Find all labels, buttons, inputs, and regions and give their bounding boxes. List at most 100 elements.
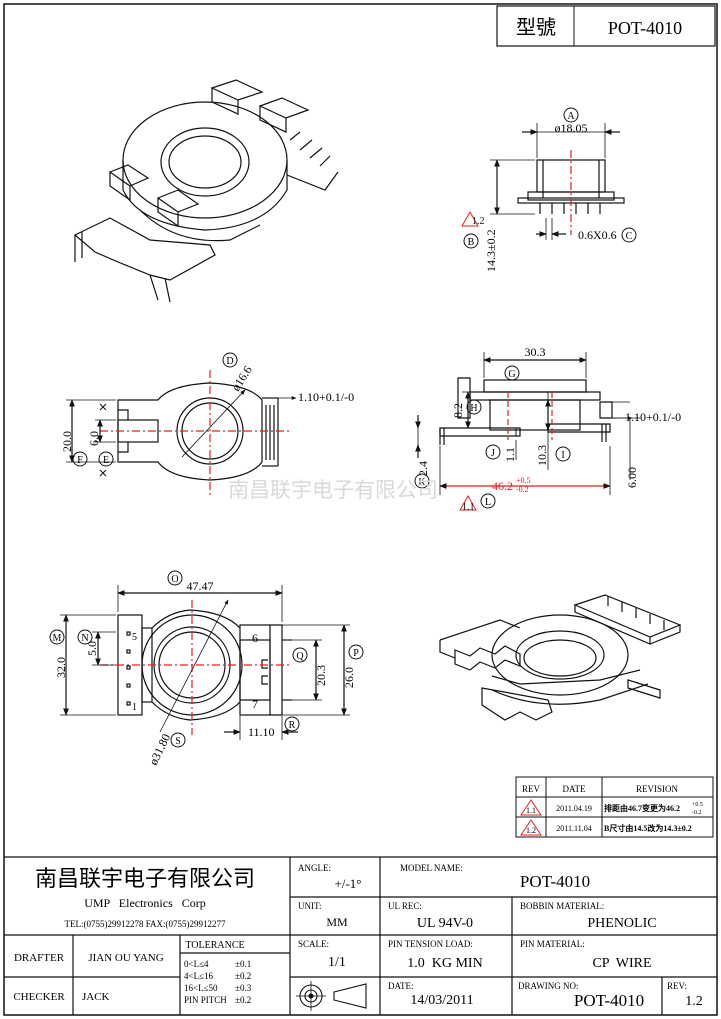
- ul-rec-label: UL REC:: [388, 901, 422, 911]
- rev-col-date: DATE: [563, 784, 586, 794]
- tag-f: F: [77, 455, 83, 466]
- pin-material-label: PIN MATERIAL:: [520, 939, 585, 949]
- tag-h-circle: [466, 399, 482, 415]
- bobbin-material-label: BOBBIN MATERIAL:: [520, 901, 604, 911]
- elevation-view: [490, 123, 625, 240]
- tag-h: H: [470, 403, 477, 414]
- tag-q-circle: [292, 647, 308, 663]
- tag-m: M: [53, 633, 62, 644]
- sheet-border: [3, 3, 718, 1016]
- rev-row2-text: B尺寸由14.5改为14.3±0.2: [604, 823, 692, 833]
- tol-value-4: ±0.2: [235, 995, 251, 1005]
- pin-label-1: 1: [132, 702, 137, 713]
- tag-l-circle: [480, 493, 496, 509]
- revision-table: [515, 776, 714, 838]
- dim-8-2: 8.2: [451, 403, 465, 418]
- revision-table-text: REV DATE REVISION 1.1 2011.04.19 排距由46.7…: [520, 784, 703, 836]
- tag-r: R: [289, 720, 296, 731]
- dim-31-80: ø31.80: [146, 732, 173, 768]
- elevation-labels: A ø18.05 14.3±0.2 B 1.2 0.6X0.6 C: [461, 107, 637, 272]
- drafter-label: DRAFTER: [14, 952, 65, 964]
- rev-row1-text: 排距由46.7变更为46.2: [604, 803, 680, 813]
- rev-row2-rev: 1.2: [526, 826, 536, 835]
- dim-46-2-plus: +0.5: [516, 476, 531, 485]
- dim-5-0: 5.0: [85, 641, 99, 656]
- rev-row1-sup: +0.5: [692, 802, 703, 808]
- plan-view-labels: O 47.47 M 32.0 N 5.0 5 1 6 7 ø31.80 S Q …: [49, 570, 364, 768]
- dim-2-4: 2.4: [416, 461, 430, 476]
- rev-row1-triangle: [520, 799, 542, 816]
- bobbin-material-value: PHENOLIC: [587, 916, 656, 931]
- tag-s-circle: [170, 732, 186, 748]
- tag-g-circle: [504, 365, 520, 381]
- scale-value: 1/1: [328, 955, 346, 970]
- company-name-cn: 南昌联宇电子有限公司: [35, 866, 255, 891]
- tag-k: K: [418, 477, 426, 488]
- tag-d-circle: [222, 352, 238, 368]
- dim-pin-0-6: 0.6X0.6: [578, 228, 617, 242]
- tag-g: G: [508, 369, 515, 380]
- dim-26-0: 26.0: [342, 667, 356, 688]
- watermark: 南昌联宇电子有限公司: [228, 478, 438, 502]
- plan-view: [60, 585, 350, 740]
- dim-18-05: ø18.05: [555, 121, 588, 135]
- rev-mark-top: 1.2: [472, 216, 485, 227]
- company-contact: TEL:(0755)29912278 FAX:(0755)29912277: [64, 919, 226, 929]
- tag-n-circle: [77, 629, 93, 645]
- pin-label-6: 6: [252, 631, 258, 645]
- tol-value-2: ±0.2: [235, 971, 251, 981]
- tol-range-3: 16<L≤50: [184, 983, 218, 993]
- drawing-no-value: POT-4010: [574, 991, 644, 1010]
- drafter-value: JIAN OU YANG: [88, 952, 163, 964]
- tag-c: C: [626, 231, 633, 242]
- dim-6-00: 6.00: [625, 467, 639, 488]
- tol-range-2: 4<L≤16: [184, 971, 214, 981]
- dim-10-3: 10.3: [535, 445, 549, 466]
- drawing-no-label: DRAWING NO:: [518, 981, 579, 991]
- tol-value-3: ±0.3: [235, 983, 252, 993]
- dim-16-6: ø16.6: [229, 363, 255, 393]
- isometric-view-bottom: [439, 594, 682, 721]
- unit-label: UNIT:: [298, 901, 322, 911]
- tag-c-circle: [621, 227, 637, 243]
- dim-1-1: 1.1: [503, 447, 517, 462]
- rev-row2-date: 2011.11.04: [556, 824, 591, 833]
- tag-o-circle: [167, 570, 183, 586]
- dim-30-3: 30.3: [525, 345, 546, 359]
- rev-col-rev: REV: [522, 784, 541, 794]
- dim-20-0: 20.0: [60, 431, 74, 452]
- tag-a-circle: [563, 107, 579, 123]
- tag-q: Q: [296, 651, 304, 662]
- tag-i-circle: [555, 446, 571, 462]
- rev-row1-date: 2011.04.19: [556, 804, 592, 813]
- tag-b-circle: [463, 233, 479, 249]
- tag-s: S: [175, 736, 181, 747]
- angle-label: ANGLE:: [298, 863, 331, 873]
- end-view: [66, 370, 297, 495]
- checker-value: JACK: [82, 991, 110, 1003]
- tag-f-circle: [72, 451, 88, 467]
- pin-tolerance-left: 1.10+0.1/-0: [298, 390, 354, 404]
- tol-value-1: ±0.1: [235, 959, 251, 969]
- model-name-value: POT-4010: [520, 872, 590, 891]
- checker-label: CHECKER: [13, 991, 65, 1003]
- tag-j: J: [491, 448, 495, 459]
- pin-tension-value: 1.0 KG MIN: [407, 956, 482, 971]
- date-label: DATE:: [388, 981, 414, 991]
- side-view-labels: 30.3 G 8.2 H J 1.1 10.3 I 2.4 K 46.2 +0.…: [414, 345, 681, 513]
- title-block-lines: [4, 856, 717, 1015]
- tag-p: P: [353, 648, 359, 659]
- dim-20-3: 20.3: [314, 665, 328, 686]
- rev-value: 1.2: [685, 994, 703, 1009]
- date-value: 14/03/2011: [410, 993, 473, 1008]
- tag-m-circle: [49, 629, 65, 645]
- header-model-value: POT-4010: [608, 18, 682, 38]
- model-name-label: MODEL NAME:: [400, 863, 463, 873]
- ul-rec-value: UL 94V-0: [417, 916, 473, 931]
- tag-l: L: [485, 497, 491, 508]
- isometric-view-top: [73, 79, 339, 303]
- tag-k-circle: [414, 473, 430, 489]
- dim-46-2-minus: -0.2: [516, 485, 529, 494]
- rev-label: REV:: [667, 981, 687, 991]
